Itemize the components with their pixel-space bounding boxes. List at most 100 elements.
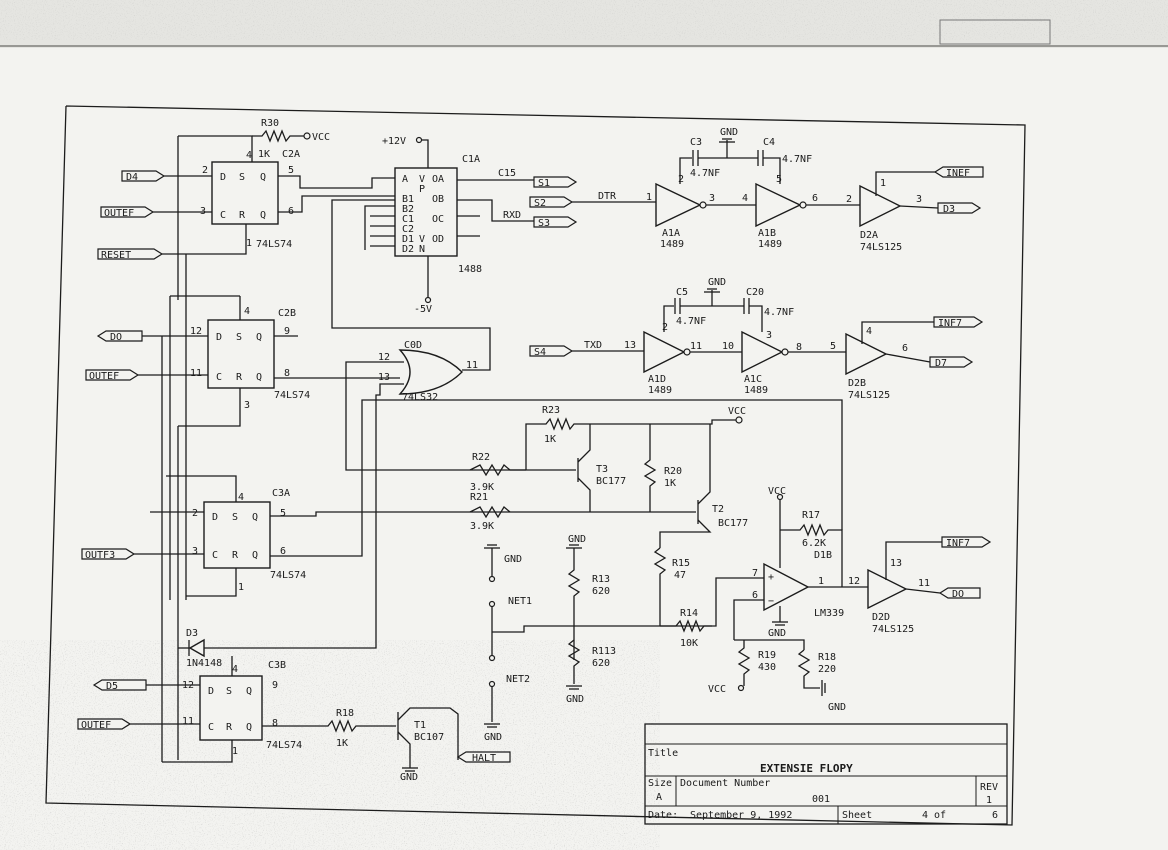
buffer-d2b: 64 D2B 74LS125 xyxy=(845,326,908,401)
r30-value: 1K xyxy=(258,149,270,160)
port-inef[interactable]: INEF xyxy=(933,166,984,179)
svg-text:GND: GND xyxy=(566,694,584,705)
r13-value: 620 xyxy=(592,586,610,597)
port-d0-out-label: DO xyxy=(952,589,964,600)
port-s1[interactable]: S1 xyxy=(533,176,578,189)
dtr-label: DTR xyxy=(598,191,617,202)
svg-text:1: 1 xyxy=(880,178,886,189)
svg-text:Q: Q xyxy=(246,722,252,733)
net1-node[interactable] xyxy=(488,600,496,608)
r22-label: R22 xyxy=(472,452,490,463)
port-reset[interactable]: RESET xyxy=(97,248,164,261)
svg-text:D2: D2 xyxy=(402,244,414,255)
svg-text:A1D: A1D xyxy=(648,374,666,385)
vcc-mid-label: VCC xyxy=(728,406,746,417)
svg-text:3: 3 xyxy=(192,546,198,557)
svg-text:3: 3 xyxy=(916,194,922,205)
r17-label: R17 xyxy=(802,510,820,521)
port-d0-in-label: DO xyxy=(110,332,122,343)
svg-text:R: R xyxy=(232,550,239,561)
port-inf7-a[interactable]: INF7 xyxy=(933,316,984,329)
svg-text:3: 3 xyxy=(766,330,772,341)
svg-text:Q: Q xyxy=(260,210,266,221)
svg-text:GND: GND xyxy=(768,628,786,639)
port-d0-out[interactable]: DO xyxy=(938,587,981,600)
svg-text:D: D xyxy=(216,332,222,343)
svg-text:D: D xyxy=(208,686,214,697)
svg-text:4: 4 xyxy=(866,326,872,337)
svg-text:BC177: BC177 xyxy=(596,476,626,487)
svg-text:74LS125: 74LS125 xyxy=(860,242,902,253)
size-value: A xyxy=(656,792,662,803)
port-inf7-b[interactable]: INF7 xyxy=(941,536,992,549)
svg-text:5: 5 xyxy=(288,165,294,176)
r23-value: 1K xyxy=(544,434,556,445)
svg-text:D2B: D2B xyxy=(848,378,866,389)
svg-text:S: S xyxy=(239,172,245,183)
net2-node[interactable] xyxy=(488,680,496,688)
port-d5[interactable]: D5 xyxy=(92,679,147,692)
r15-value: 47 xyxy=(674,570,686,581)
svg-text:B2: B2 xyxy=(402,204,414,215)
svg-text:4: 4 xyxy=(238,492,244,503)
port-d3[interactable]: D3 xyxy=(937,202,982,215)
port-d4[interactable]: D4 xyxy=(121,170,166,183)
port-outef-b[interactable]: OUTEF xyxy=(85,369,140,382)
port-outef-a[interactable]: OUTEF xyxy=(100,206,155,219)
r18-label: R18 xyxy=(336,708,354,719)
svg-text:2: 2 xyxy=(192,508,198,519)
svg-text:S: S xyxy=(232,512,238,523)
svg-text:BC177: BC177 xyxy=(718,518,748,529)
svg-text:Q: Q xyxy=(252,550,258,561)
svg-text:4: 4 xyxy=(232,664,238,675)
port-d7[interactable]: D7 xyxy=(929,356,974,369)
svg-text:13: 13 xyxy=(378,372,390,383)
sheet-total: 6 xyxy=(992,810,998,821)
port-s2[interactable]: S2 xyxy=(529,196,574,209)
svg-text:D3: D3 xyxy=(186,628,198,639)
net2-label: NET2 xyxy=(506,674,530,685)
port-s4[interactable]: S4 xyxy=(529,345,574,358)
c20-label: C20 xyxy=(746,287,764,298)
r21-value: 3.9K xyxy=(470,521,494,532)
svg-text:D: D xyxy=(212,512,218,523)
svg-text:C2B: C2B xyxy=(278,308,296,319)
svg-text:6: 6 xyxy=(280,546,286,557)
title-value: EXTENSIE FLOPY xyxy=(760,762,853,775)
r18b-label: R18 xyxy=(818,652,836,663)
svg-text:C3B: C3B xyxy=(268,660,286,671)
r13-label: R13 xyxy=(592,574,610,585)
scan-noise-bottom xyxy=(0,640,660,850)
port-halt[interactable]: HALT xyxy=(456,751,511,764)
c1a-type: 1488 xyxy=(458,264,482,275)
svg-text:6: 6 xyxy=(812,193,818,204)
port-outf3[interactable]: OUTF3 xyxy=(81,548,136,561)
port-s3[interactable]: S3 xyxy=(533,216,578,229)
svg-text:A1B: A1B xyxy=(758,228,776,239)
svg-text:GND: GND xyxy=(484,732,502,743)
port-s4-label: S4 xyxy=(534,347,546,358)
transistor-t1: T1 BC107 GND xyxy=(397,707,459,783)
svg-text:9: 9 xyxy=(284,326,290,337)
c5-label: C5 xyxy=(676,287,688,298)
svg-text:7: 7 xyxy=(752,568,758,579)
svg-text:5: 5 xyxy=(776,174,782,185)
port-outef-c[interactable]: OUTEF xyxy=(77,718,132,731)
rev-value: 1 xyxy=(986,795,992,806)
svg-text:D1: D1 xyxy=(402,234,414,245)
port-d7-label: D7 xyxy=(935,358,947,369)
r15-label: R15 xyxy=(672,558,690,569)
size-label: Size xyxy=(648,778,672,789)
svg-text:10: 10 xyxy=(722,341,734,352)
svg-text:OC: OC xyxy=(432,214,444,225)
svg-text:R: R xyxy=(236,372,243,383)
svg-text:4: 4 xyxy=(742,193,748,204)
r17-value: 6.2K xyxy=(802,538,826,549)
